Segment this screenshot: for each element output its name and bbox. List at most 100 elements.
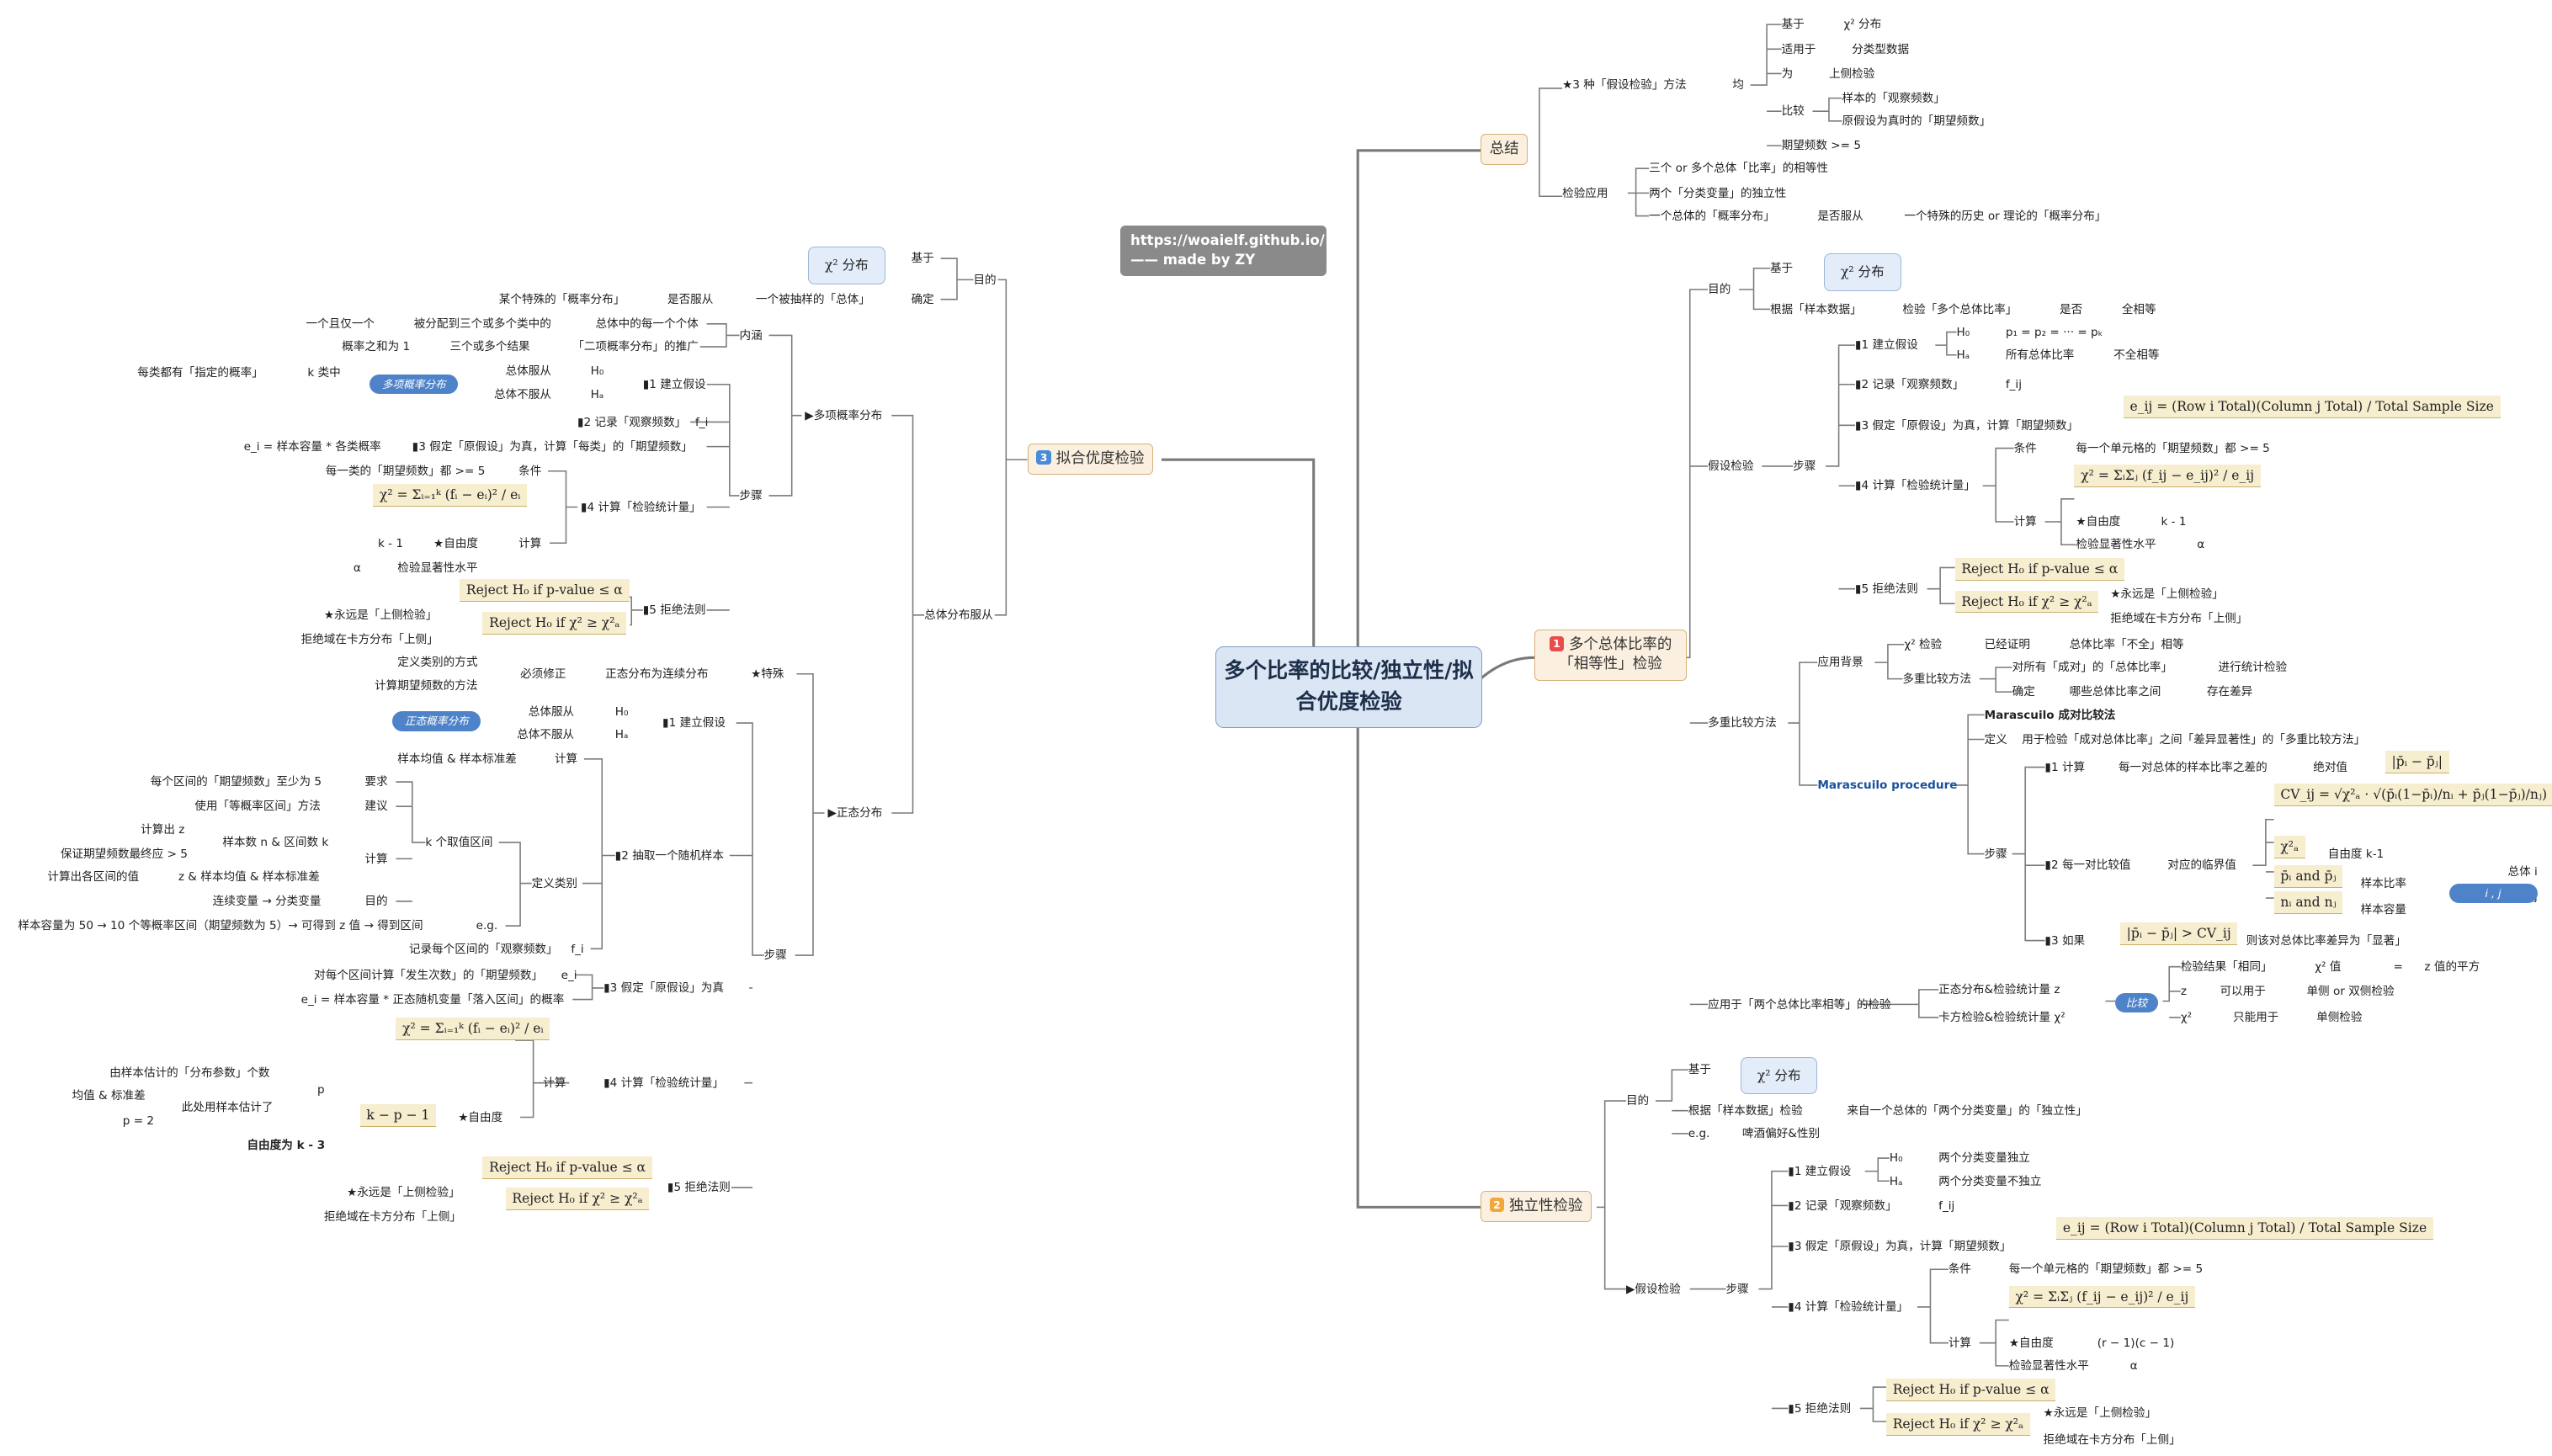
topic-node[interactable]: 自由度 k-1 <box>2327 847 2385 861</box>
topic-node[interactable]: ▮2 记录「观察频数」 <box>1788 1198 1897 1213</box>
formula-node[interactable]: Reject H₀ if p-value ≤ α <box>1885 1379 2056 1402</box>
topic-node[interactable]: 总体分布服从 <box>924 608 993 623</box>
topic-node[interactable]: f_i <box>571 942 584 956</box>
formula-node[interactable]: Reject H₀ if χ² ≥ χ²ₐ <box>1885 1413 2030 1437</box>
topic-node[interactable]: 单侧检验 <box>2316 1011 2363 1025</box>
topic-node[interactable]: 基于 <box>1781 18 1805 32</box>
topic-node[interactable]: 适用于 <box>1781 42 1816 56</box>
topic-node[interactable]: 拒绝域在卡方分布「上侧」 <box>2110 611 2248 625</box>
formula-node[interactable]: χ² = Σᵢ₌₁ᵏ (fᵢ − eᵢ)² / eᵢ <box>373 484 528 507</box>
formula-node[interactable]: k − p − 1 <box>359 1103 437 1127</box>
topic-node[interactable]: 两个「分类变量」的独立性 <box>1649 186 1787 200</box>
topic-node[interactable]: 记录每个区间的「观察频数」 <box>408 942 558 956</box>
topic-node[interactable]: 对应的临界值 <box>2167 858 2236 873</box>
central-topic[interactable]: 多个比率的比较/独立性/拟合优度检验 <box>1215 646 1482 728</box>
topic-node[interactable]: 根据「样本数据」检验 <box>1688 1103 1803 1118</box>
topic-node[interactable]: 某个特殊的「概率分布」 <box>498 292 625 306</box>
topic-node[interactable]: 计算 <box>554 752 578 767</box>
topic-node[interactable]: f_i <box>695 415 709 429</box>
topic-node[interactable]: f_ij <box>1938 1198 1955 1213</box>
topic-node[interactable]: ▮1 建立假设 <box>1788 1164 1852 1178</box>
topic-node[interactable]: 每个区间的「期望频数」至少为 5 <box>150 775 322 789</box>
topic-node[interactable]: Hₐ <box>1889 1174 1903 1188</box>
topic-node[interactable]: 拒绝域在卡方分布「上侧」 <box>2043 1432 2181 1447</box>
topic-node[interactable]: 内涵 <box>739 328 763 343</box>
topic-node[interactable]: e.g. <box>476 919 498 933</box>
topic-node[interactable]: 此处用样本估计了 <box>181 1101 274 1115</box>
topic-node[interactable]: ★永远是「上侧检验」 <box>347 1186 460 1200</box>
topic-node[interactable]: χ² 检验 <box>1904 638 1943 651</box>
topic-node[interactable]: 确定 <box>2012 685 2035 699</box>
topic-node[interactable]: 则该对总体比率差异为「显著」 <box>2246 933 2406 948</box>
topic-node[interactable]: p <box>317 1082 325 1097</box>
topic-node[interactable]: 两个分类变量独立 <box>1938 1151 2030 1166</box>
topic-node[interactable]: 计算期望频数的方法 <box>375 678 478 693</box>
formula-node[interactable]: e_ij = (Row i Total)(Column j Total) / T… <box>2123 396 2501 419</box>
topic-node[interactable]: 一个被抽样的「总体」 <box>755 292 870 306</box>
topic-node[interactable]: 条件 <box>1948 1262 1971 1277</box>
topic-node[interactable]: 每一对总体的样本比率之差的 <box>2118 760 2268 774</box>
topic-node[interactable]: 计算 <box>543 1076 566 1090</box>
topic-node[interactable]: 基于 <box>911 252 934 266</box>
topic-node[interactable]: χ² <box>2180 1011 2193 1025</box>
topic-node[interactable]: 比较 <box>1781 104 1805 119</box>
topic-node[interactable]: χ² 值 <box>2315 959 2342 974</box>
topic-node[interactable]: 为 <box>1781 66 1794 81</box>
topic-node[interactable]: z & 样本均值 & 样本标准差 <box>178 869 320 884</box>
topic-node[interactable]: 总体不服从 <box>493 387 551 401</box>
topic-node[interactable]: 正态分布为连续分布 <box>605 667 709 681</box>
formula-node[interactable]: Reject H₀ if χ² ≥ χ²ₐ <box>1954 590 2099 614</box>
topic-node[interactable]: 总体服从 <box>505 364 551 379</box>
topic-node[interactable]: 概率之和为 1 <box>342 340 411 354</box>
topic-node[interactable]: 步骤 <box>1984 847 2007 861</box>
topic-node[interactable]: 建议 <box>364 800 388 814</box>
topic-node[interactable]: ▮2 每一对比较值 <box>2044 858 2131 873</box>
topic-node[interactable]: H₀ <box>590 364 604 379</box>
topic-node[interactable]: 定义类别 <box>531 876 578 890</box>
topic-node[interactable]: p₁ = p₂ = ··· = pₖ <box>2005 325 2103 339</box>
topic-node[interactable]: ▮4 计算「检验统计量」 <box>580 500 701 514</box>
topic-node[interactable]: ▮1 建立假设 <box>642 377 706 391</box>
topic-node[interactable]: 目的 <box>1625 1094 1650 1108</box>
topic-node[interactable]: 步骤 <box>763 949 787 963</box>
topic-node[interactable]: 计算出各区间的值 <box>47 869 140 884</box>
topic-node[interactable]: 目的 <box>973 273 997 287</box>
topic-node[interactable]: 两个分类变量不独立 <box>1938 1174 2042 1188</box>
topic-node[interactable]: 样本容量 <box>2360 902 2406 917</box>
topic-node[interactable]: α <box>353 561 361 575</box>
topic-node[interactable]: 三个或多个结果 <box>449 340 530 354</box>
formula-node[interactable]: Reject H₀ if p-value ≤ α <box>460 579 630 602</box>
topic-node[interactable]: 用于检验「成对总体比率」之间「差异显著性」的「多重比较方法」 <box>2022 732 2366 747</box>
formula-node[interactable]: Reject H₀ if p-value ≤ α <box>482 1156 652 1179</box>
topic-node[interactable]: 连续变量 → 分类变量 <box>212 895 322 909</box>
topic-node[interactable]: H₀ <box>614 704 629 719</box>
topic-node[interactable]: 每类都有「指定的概率」 <box>137 366 263 380</box>
label-badge[interactable]: 多项概率分布 <box>370 375 459 395</box>
topic-node[interactable]: ▮5 拒绝法则 <box>1788 1401 1852 1416</box>
topic-node[interactable]: H₀ <box>1889 1151 1903 1166</box>
topic-node[interactable]: e_i = 样本容量 * 各类概率 <box>243 439 381 454</box>
topic-node[interactable]: 所有总体比率 <box>2005 348 2075 362</box>
topic-node[interactable]: 计算 <box>364 852 388 866</box>
topic-node[interactable]: 总体中的每一个个体 <box>595 317 699 332</box>
topic-node[interactable]: 要求 <box>364 775 388 789</box>
topic-node[interactable]: 均值 & 标准差 <box>72 1089 146 1103</box>
topic-node[interactable]: 每一个单元格的「期望频数」都 >= 5 <box>2076 441 2270 455</box>
topic-node[interactable]: ▮2 记录「观察频数」 <box>1855 377 1965 391</box>
topic-node[interactable]: k 个取值区间 <box>425 836 493 850</box>
topic-node[interactable]: 哪些总体比率之间 <box>2069 685 2161 699</box>
topic-node[interactable]: 期望频数 >= 5 <box>1781 139 1862 153</box>
label-badge[interactable]: i , j <box>2448 883 2538 903</box>
topic-node[interactable]: 使用「等概率区间」方法 <box>194 800 321 814</box>
topic-node[interactable]: Marascuilo procedure <box>1817 778 1958 793</box>
topic-node[interactable]: 样本比率 <box>2360 876 2406 890</box>
branch-summary[interactable]: 总结 <box>1480 134 1529 166</box>
topic-node[interactable]: 步骤 <box>1725 1282 1749 1296</box>
topic-node[interactable]: 对所有「成对」的「总体比率」 <box>2012 661 2172 675</box>
topic-node[interactable]: = <box>2393 959 2403 974</box>
topic-node[interactable]: k - 1 <box>2161 515 2187 529</box>
topic-node[interactable]: 计算 <box>1948 1336 1971 1350</box>
